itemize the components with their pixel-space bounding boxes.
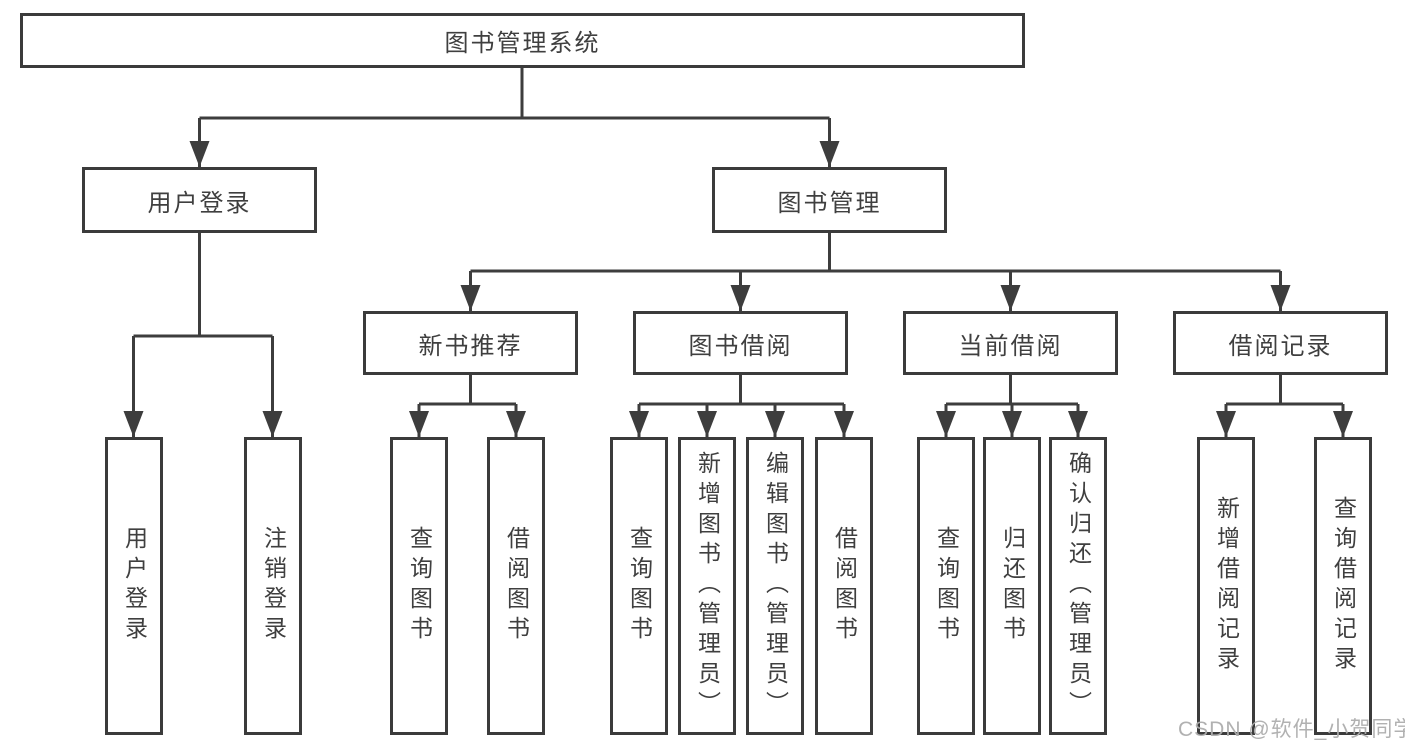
node-current-borrow: 当前借阅 — [903, 311, 1118, 375]
leaf-current-return-book-label: 归还图书 — [999, 526, 1026, 646]
leaf-borrow-query-book: 查询图书 — [610, 437, 668, 735]
leaf-logout-label: 注销登录 — [260, 526, 287, 646]
leaf-recommend-borrow-book-label: 借阅图书 — [503, 526, 530, 646]
leaf-borrow-borrow-book: 借阅图书 — [815, 437, 873, 735]
node-book-management: 图书管理 — [712, 167, 947, 233]
leaf-borrow-query-book-label: 查询图书 — [626, 526, 653, 646]
leaf-borrow-edit-book-admin-label: 编辑图书（管理员） — [762, 451, 789, 721]
node-user-login-label: 用户登录 — [147, 189, 252, 217]
leaf-current-query-book-label: 查询图书 — [933, 526, 960, 646]
node-current-borrow-label: 当前借阅 — [958, 332, 1063, 360]
node-root-label: 图书管理系统 — [444, 30, 601, 57]
node-new-book-recommend-label: 新书推荐 — [418, 332, 523, 360]
leaf-recommend-query-book: 查询图书 — [390, 437, 448, 735]
node-book-borrow: 图书借阅 — [633, 311, 848, 375]
leaf-logout: 注销登录 — [244, 437, 302, 735]
node-borrow-record: 借阅记录 — [1173, 311, 1388, 375]
node-book-management-label: 图书管理 — [777, 189, 882, 217]
leaf-borrow-add-book-admin-label: 新增图书（管理员） — [694, 451, 721, 721]
node-book-borrow-label: 图书借阅 — [688, 332, 793, 360]
leaf-record-add-record-label: 新增借阅记录 — [1213, 496, 1240, 676]
node-root-system: 图书管理系统 — [20, 13, 1025, 68]
leaf-borrow-add-book-admin: 新增图书（管理员） — [678, 437, 736, 735]
leaf-borrow-borrow-book-label: 借阅图书 — [831, 526, 858, 646]
leaf-current-confirm-return-admin: 确认归还（管理员） — [1049, 437, 1107, 735]
leaf-record-add-record: 新增借阅记录 — [1197, 437, 1255, 735]
node-borrow-record-label: 借阅记录 — [1228, 332, 1333, 360]
leaf-current-return-book: 归还图书 — [983, 437, 1041, 735]
leaf-borrow-edit-book-admin: 编辑图书（管理员） — [746, 437, 804, 735]
csdn-watermark: CSDN @软件_小贺同学 — [1178, 718, 1405, 741]
leaf-recommend-borrow-book: 借阅图书 — [487, 437, 545, 735]
leaf-user-login: 用户登录 — [105, 437, 163, 735]
leaf-record-query-record: 查询借阅记录 — [1314, 437, 1372, 735]
leaf-current-confirm-return-admin-label: 确认归还（管理员） — [1065, 451, 1092, 721]
leaf-current-query-book: 查询图书 — [917, 437, 975, 735]
node-user-login: 用户登录 — [82, 167, 317, 233]
leaf-user-login-label: 用户登录 — [121, 526, 148, 646]
leaf-recommend-query-book-label: 查询图书 — [406, 526, 433, 646]
node-new-book-recommend: 新书推荐 — [363, 311, 578, 375]
leaf-record-query-record-label: 查询借阅记录 — [1330, 496, 1357, 676]
